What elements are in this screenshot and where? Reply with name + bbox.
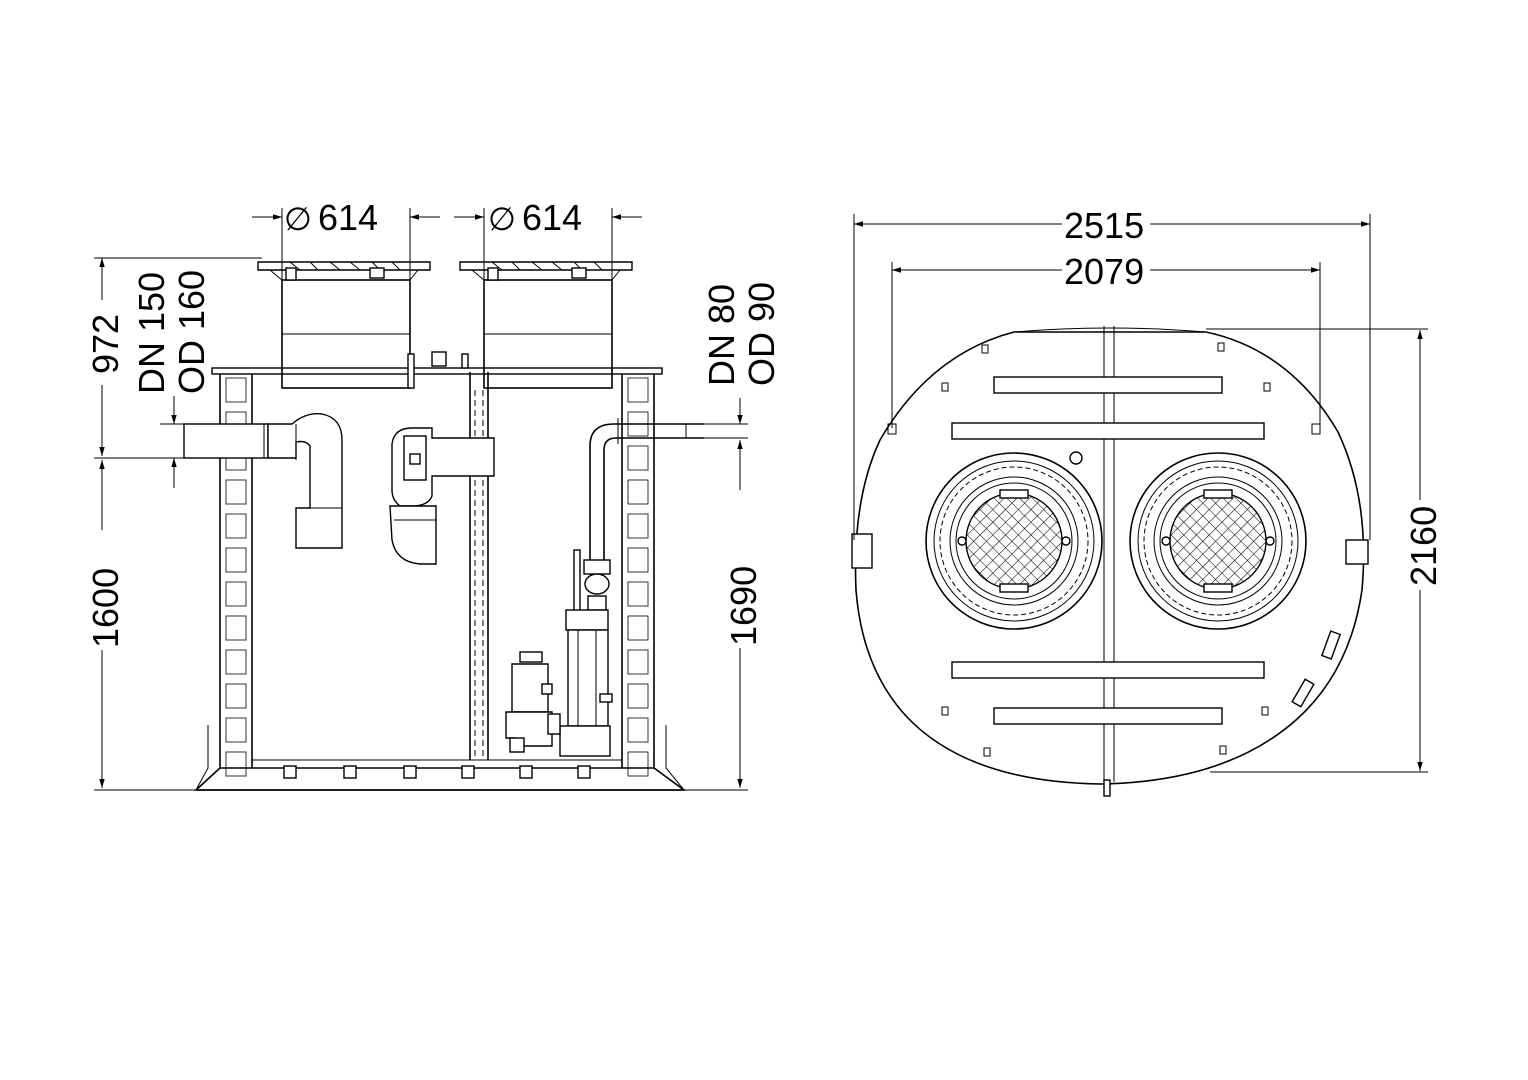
wall-rib — [627, 717, 649, 743]
cross-beam — [951, 422, 1265, 440]
inlet-od-label: OD 160 — [171, 270, 212, 394]
wall-rib — [627, 547, 649, 573]
wall-rib — [627, 377, 649, 403]
outer-width-label: 2515 — [1064, 205, 1144, 246]
wall-rib — [225, 479, 247, 505]
wall-rib — [225, 717, 247, 743]
outlet-nozzle — [1345, 539, 1369, 565]
inlet-nozzle — [851, 533, 873, 569]
wall-rib — [225, 377, 247, 403]
outlet-od-label: OD 90 — [741, 282, 782, 386]
wall-rib — [225, 547, 247, 573]
diameter-symbol-right: ∅ — [488, 201, 516, 237]
discharge-pipe — [559, 418, 704, 757]
wall-rib — [225, 751, 247, 777]
branch-fitting — [389, 427, 495, 565]
wall-rib — [225, 581, 247, 607]
wall-rib — [627, 683, 649, 709]
wall-ribs — [225, 377, 649, 777]
wall-rib — [627, 445, 649, 471]
wall-rib — [225, 615, 247, 641]
side-section-view: ∅ 614 ∅ 614 972 1600 DN 150 OD 160 DN 80… — [85, 197, 782, 791]
dimension-lines — [94, 208, 748, 791]
shaft-diameter-right-label: 614 — [522, 197, 582, 238]
wall-rib — [627, 751, 649, 777]
bottom-height-left-label: 1600 — [85, 568, 126, 648]
access-shaft-left — [257, 261, 431, 389]
diameter-symbol-left: ∅ — [284, 201, 312, 237]
inner-width-label: 2079 — [1064, 251, 1144, 292]
cross-beam — [993, 376, 1223, 394]
wall-rib — [225, 683, 247, 709]
tank-outline — [854, 331, 1365, 785]
inlet-pipe — [183, 413, 343, 549]
manhole-cover-left — [925, 452, 1103, 630]
shaft-diameter-left-label: 614 — [318, 197, 378, 238]
depth-label: 2160 — [1403, 506, 1444, 586]
access-shaft-right — [431, 261, 633, 389]
cross-beam — [993, 707, 1223, 725]
manhole-cover-right — [1129, 452, 1307, 630]
cross-beam — [951, 661, 1265, 679]
wall-rib — [627, 581, 649, 607]
outlet-dn-label: DN 80 — [701, 284, 742, 386]
top-height-label: 972 — [85, 314, 126, 374]
plan-dimension-lines — [853, 214, 1428, 773]
bottom-height-right-label: 1690 — [723, 566, 764, 646]
wall-rib — [225, 649, 247, 675]
wall-rib — [225, 513, 247, 539]
wall-rib — [627, 479, 649, 505]
wall-rib — [627, 615, 649, 641]
wall-rib — [627, 649, 649, 675]
floor-feet — [283, 765, 591, 779]
top-plan-view: 2515 2079 2160 — [851, 205, 1444, 797]
inlet-dn-label: DN 150 — [131, 272, 172, 394]
wall-rib — [627, 513, 649, 539]
submersible-pump — [505, 651, 561, 753]
